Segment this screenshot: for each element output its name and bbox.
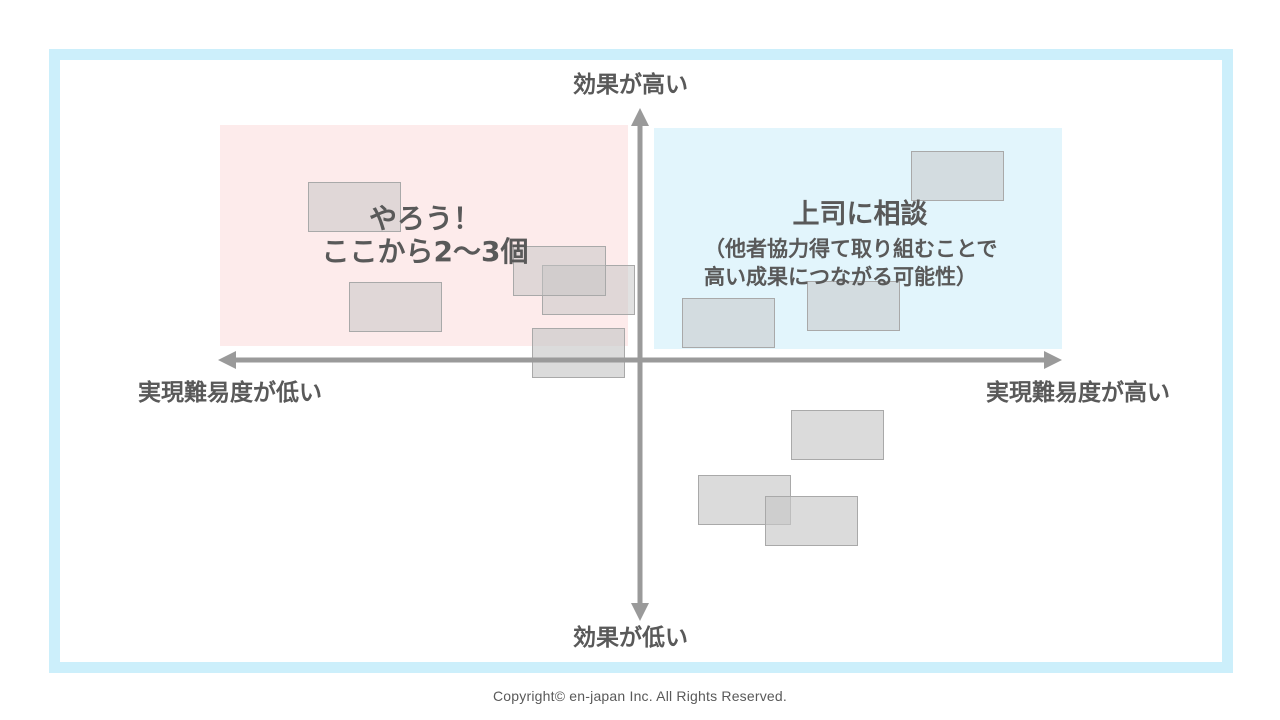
- right-arrowhead: [1044, 351, 1062, 369]
- placeholder-card[interactable]: [532, 328, 625, 378]
- axis-label-top: 効果が高い: [573, 72, 688, 98]
- quadrant-consult-boss-subtitle: （他者協力得て取り組むことで 高い成果につながる可能性）: [704, 235, 997, 292]
- placeholder-card[interactable]: [349, 282, 442, 332]
- quadrant-do-it-title: やろう！ ここから2～3個: [300, 202, 550, 268]
- axis-label-bottom: 効果が低い: [573, 625, 688, 651]
- placeholder-card[interactable]: [308, 182, 401, 232]
- quadrant-do-it-title-line1: やろう！: [368, 202, 481, 235]
- placeholder-card[interactable]: [513, 246, 606, 296]
- axis-label-right: 実現難易度が高い: [986, 380, 1170, 406]
- axis-label-left: 実現難易度が低い: [138, 380, 322, 406]
- up-arrowhead: [631, 108, 649, 126]
- placeholder-card[interactable]: [765, 496, 858, 546]
- quadrant-consult-boss-subtitle-line1: （他者協力得て取り組むことで: [704, 237, 998, 261]
- copyright-footer: Copyright© en-japan Inc. All Rights Rese…: [492, 688, 787, 704]
- quadrant-do-it-title-line2: ここから2～3個: [321, 235, 529, 269]
- placeholder-card[interactable]: [911, 151, 1004, 201]
- down-arrowhead: [631, 603, 649, 621]
- placeholder-card[interactable]: [791, 410, 884, 460]
- placeholder-card[interactable]: [807, 281, 900, 331]
- left-arrowhead: [218, 351, 236, 369]
- quadrant-consult-boss-subtitle-line2: 高い成果につながる可能性）: [704, 265, 977, 290]
- placeholder-card[interactable]: [682, 298, 775, 348]
- quadrant-consult-boss-title: 上司に相談: [792, 199, 928, 230]
